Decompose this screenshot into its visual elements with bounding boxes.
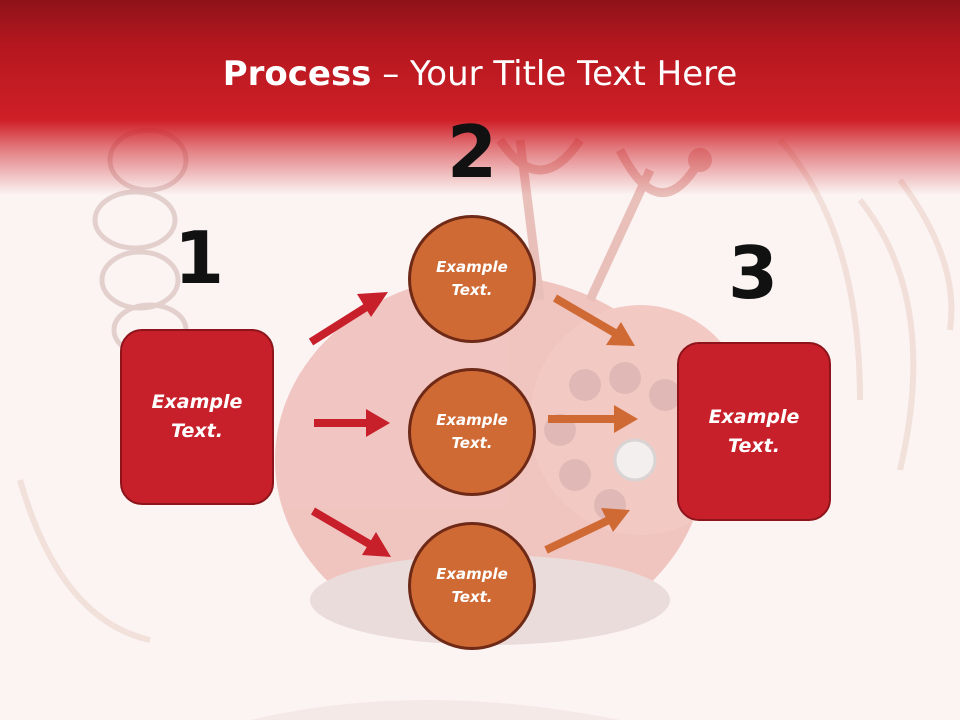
step-number-1: 1 — [173, 216, 225, 300]
circle-top-line2: Text. — [451, 281, 493, 299]
step-number-2: 2 — [446, 110, 498, 194]
right-box-line1: Example — [708, 405, 800, 428]
left-box-line2: Text. — [171, 420, 223, 442]
arrow-left-middle — [314, 409, 390, 437]
arrow-right-bottom — [544, 508, 630, 554]
title-bold: Process — [222, 54, 372, 94]
left-box-line1: Example — [151, 391, 243, 413]
circle-middle-line2: Text. — [451, 434, 493, 452]
step-number-3: 3 — [727, 231, 779, 315]
arrow-left-bottom — [310, 507, 391, 557]
circle-top-line1: Example — [436, 258, 508, 276]
arrow-right-middle — [548, 405, 638, 433]
arrow-right-top — [552, 294, 635, 346]
circle-bottom-line2: Text. — [451, 588, 493, 606]
slide-title: Process – Your Title Text Here — [0, 52, 960, 96]
circle-bottom-line1: Example — [436, 565, 508, 583]
circle-middle-line1: Example — [436, 411, 508, 429]
arrow-left-top — [308, 292, 388, 346]
title-rest: – Your Title Text Here — [371, 54, 738, 94]
title-banner — [0, 0, 960, 195]
right-box-line2: Text. — [728, 434, 780, 457]
